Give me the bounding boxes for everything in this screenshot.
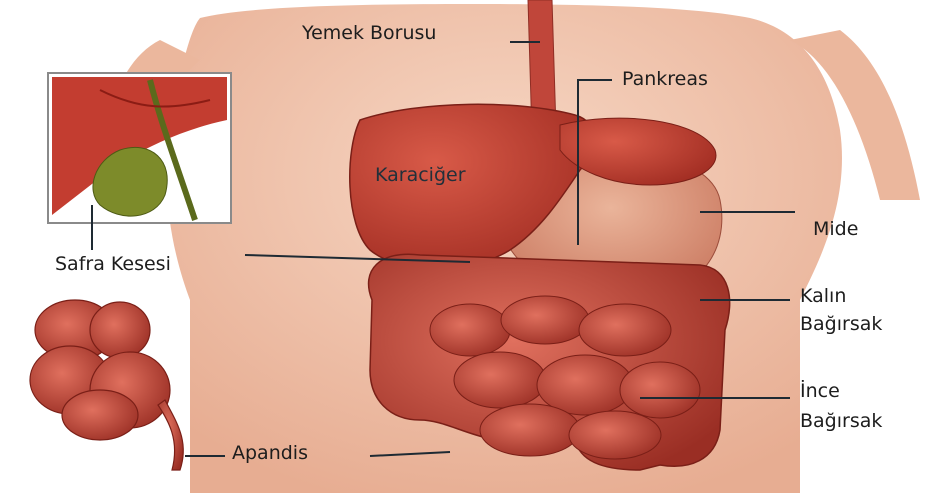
gallbladder-inset: [48, 73, 231, 223]
gallbladder-label: Safra Kesesi: [55, 255, 171, 274]
large-intestine-label-line1: Kalın: [800, 287, 846, 306]
small-intestine-label-line2: Bağırsak: [800, 412, 882, 431]
liver-label: Karaciğer: [375, 166, 466, 185]
small-intestine-label-line1: İnce: [800, 382, 840, 401]
stomach-label: Mide: [813, 220, 858, 239]
esophagus-label: Yemek Borusu: [302, 24, 436, 43]
large-intestine-label-line2: Bağırsak: [800, 315, 882, 334]
appendix-inset: [30, 300, 183, 470]
appendix-label: Apandis: [232, 444, 308, 463]
pancreas-label: Pankreas: [622, 70, 708, 89]
